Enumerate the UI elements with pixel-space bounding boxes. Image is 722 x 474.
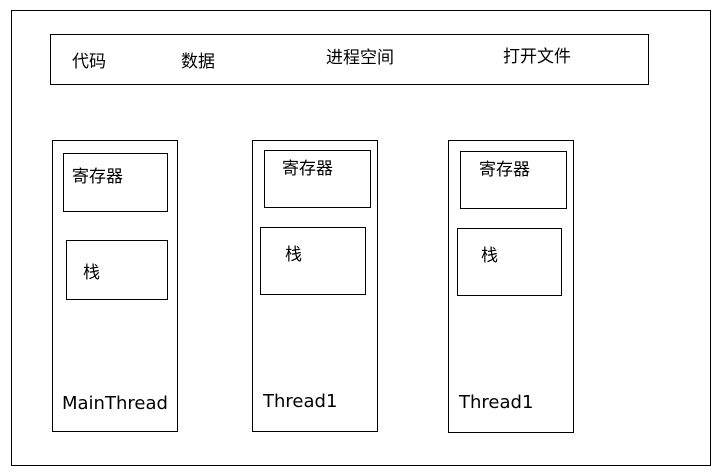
registers-label-2: 寄存器 [479, 160, 530, 180]
stack-label-2: 栈 [481, 246, 498, 266]
thread-name-2: Thread1 [459, 392, 534, 413]
thread-name-main: MainThread [62, 393, 168, 414]
thread-name-1: Thread1 [263, 391, 338, 412]
stack-box-1 [260, 227, 366, 295]
stack-box-2 [457, 228, 562, 296]
process-space-item-address-space: 进程空间 [326, 48, 394, 68]
process-space-item-open-files: 打开文件 [503, 47, 571, 67]
process-space-item-data: 数据 [181, 52, 215, 72]
registers-label-1: 寄存器 [282, 159, 333, 179]
stack-label-1: 栈 [285, 245, 302, 265]
registers-box-2 [460, 151, 567, 209]
stack-label-main: 栈 [83, 263, 100, 283]
registers-box-1 [264, 150, 371, 208]
stack-box-main [66, 240, 168, 300]
process-space-item-code: 代码 [72, 52, 106, 72]
process-space-bar [50, 34, 649, 85]
registers-box-main [63, 153, 168, 212]
registers-label-main: 寄存器 [72, 167, 123, 187]
